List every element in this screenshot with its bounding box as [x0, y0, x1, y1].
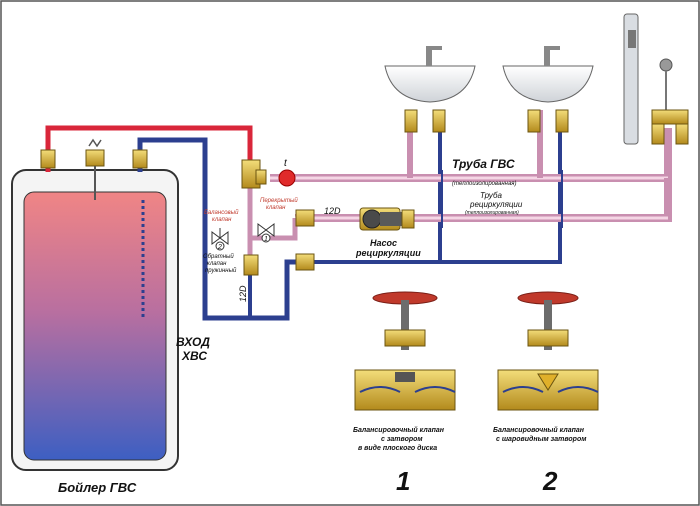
- sink-2-icon: [502, 46, 594, 133]
- dim-12d-pump-label: 12D: [324, 206, 341, 216]
- pump-label-line1: Насос: [370, 238, 397, 248]
- recirc-pipe-label-line1: Труба: [480, 191, 502, 200]
- boiler-label: Бойлер ГВС: [58, 480, 137, 495]
- valve2-caption-line2: с шаровидным затвором: [496, 435, 587, 443]
- tank-hot-valve-icon: [40, 149, 56, 169]
- balancing-valve-label-line1: Балансовый: [204, 209, 239, 216]
- valve1-caption-line2: с затвором: [381, 436, 423, 443]
- valve1-number: 1: [396, 466, 410, 496]
- valve1-caption-line3: в виде плоского диска: [358, 444, 437, 452]
- valve2-caption-line1: Балансировочный клапан: [493, 426, 585, 434]
- cold-branch-valve-icon: [295, 253, 315, 271]
- dim-12d-vertical-label: 12D: [238, 285, 248, 302]
- shower-icon: [623, 13, 689, 145]
- balancing-valve-icon: [211, 228, 229, 251]
- recirc-pipe-insulated-label: (теплоизолированная): [465, 210, 519, 216]
- shutoff-valve-label-line2: клапан: [266, 205, 286, 211]
- safety-valve-icon: [85, 138, 105, 200]
- recirc-pipe-label-line2: рециркуляции: [469, 200, 523, 209]
- cold-inlet-label-line2: ХВС: [181, 349, 207, 363]
- cold-inlet-label-line1: ВХОД: [176, 335, 210, 349]
- pump-branch-valve-icon: [295, 209, 315, 227]
- temp-sensor-label: t: [284, 158, 288, 169]
- valve2-number: 2: [542, 466, 558, 496]
- temp-sensor-icon: [278, 169, 296, 187]
- shutoff-valve-label-line1: Перекрытый: [260, 197, 298, 204]
- check-valve-icon: [243, 254, 259, 276]
- cold-distribution-pipe: [300, 128, 562, 264]
- cold-inlet-pipe: [137, 137, 300, 321]
- valve-1-detail: [354, 291, 456, 411]
- shutoff-valve-num: 1: [264, 236, 268, 243]
- boiler-tank: [11, 169, 179, 471]
- hot-pipe-label: Труба ГВС: [452, 157, 515, 171]
- hot-pipe-insulated-label: (теплоизолированная): [452, 181, 517, 187]
- pump-label-line2: рециркуляции: [355, 248, 421, 258]
- recirc-pump-icon: [359, 207, 415, 231]
- manifold-valve-icon: [241, 159, 267, 189]
- balancing-valve-num: 2: [217, 244, 222, 251]
- shutoff-valve-icon: [257, 223, 275, 243]
- hot-supply-pipe: [45, 125, 253, 172]
- tank-cold-valve-icon: [132, 149, 148, 169]
- sink-1-icon: [384, 46, 476, 133]
- valve1-caption-line1: Балансировочный клапан: [353, 426, 445, 434]
- balancing-valve-label-line2: клапан: [212, 217, 232, 223]
- valve-2-detail: [497, 291, 599, 411]
- check-valve-label-line3: пружинный: [205, 267, 237, 274]
- check-valve-label-line2: клапан: [207, 261, 227, 267]
- check-valve-label-line1: Обратный: [203, 253, 234, 260]
